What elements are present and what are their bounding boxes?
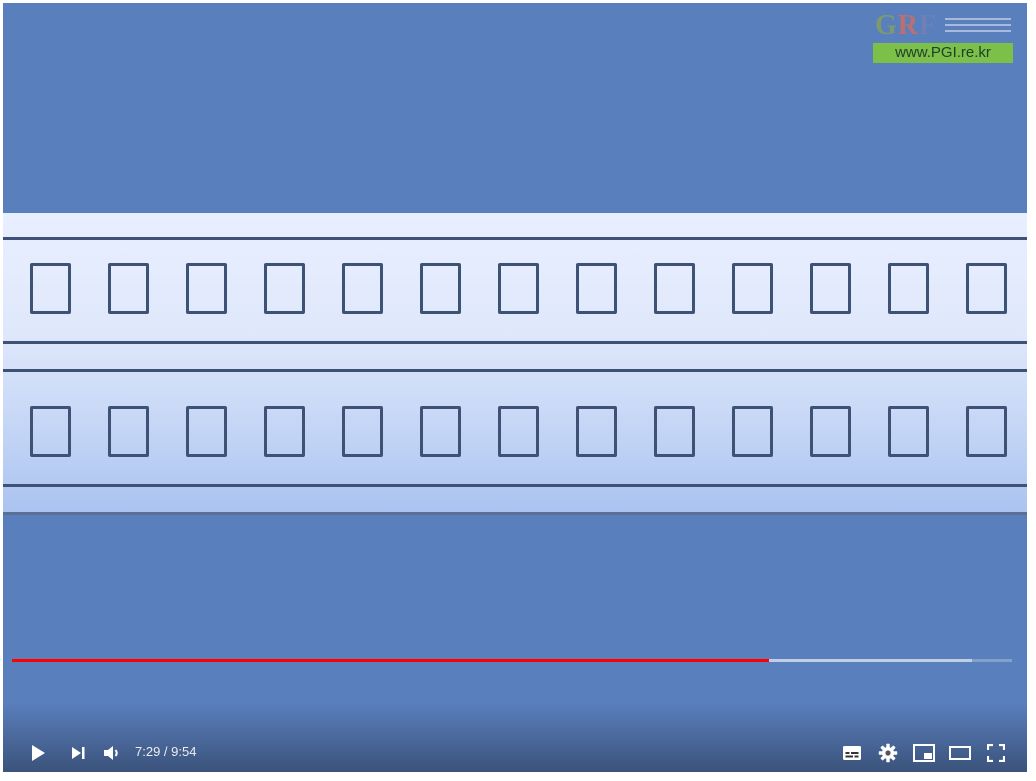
filmstrip-frame bbox=[264, 406, 305, 457]
volume-icon bbox=[104, 746, 118, 760]
filmstrip-line bbox=[3, 237, 1027, 240]
play-button[interactable] bbox=[22, 737, 54, 769]
logo-url: www.PGI.re.kr bbox=[873, 43, 1013, 63]
filmstrip-frame bbox=[420, 263, 461, 314]
time-total: 9:54 bbox=[171, 744, 197, 759]
play-icon bbox=[32, 745, 45, 761]
filmstrip-frame bbox=[498, 263, 539, 314]
filmstrip-frame bbox=[108, 263, 149, 314]
filmstrip-frame bbox=[108, 406, 149, 457]
settings-button[interactable] bbox=[872, 737, 904, 769]
next-button[interactable] bbox=[62, 737, 94, 769]
filmstrip-frame bbox=[810, 406, 851, 457]
time-separator: / bbox=[160, 744, 172, 759]
filmstrip-row-top bbox=[3, 263, 1027, 319]
filmstrip-line bbox=[3, 369, 1027, 372]
logo-letters: GRF bbox=[875, 10, 938, 41]
channel-logo: GRF www.PGI.re.kr bbox=[873, 11, 1015, 65]
time-display: 7:29 / 9:54 bbox=[135, 743, 196, 761]
miniplayer-button[interactable] bbox=[908, 737, 940, 769]
filmstrip-frame bbox=[732, 406, 773, 457]
filmstrip-frame bbox=[498, 406, 539, 457]
progress-bar[interactable] bbox=[12, 659, 1012, 662]
fullscreen-button[interactable] bbox=[980, 737, 1012, 769]
settings-icon bbox=[878, 743, 898, 763]
filmstrip-frame bbox=[342, 406, 383, 457]
fullscreen-icon bbox=[987, 744, 1005, 762]
filmstrip-frame bbox=[264, 263, 305, 314]
filmstrip-frame bbox=[30, 406, 71, 457]
filmstrip-frame bbox=[888, 263, 929, 314]
filmstrip-line bbox=[3, 512, 1027, 515]
filmstrip-frame bbox=[186, 406, 227, 457]
video-frame-filmstrip bbox=[3, 213, 1027, 515]
filmstrip-line bbox=[3, 341, 1027, 344]
next-icon bbox=[72, 747, 85, 759]
filmstrip-frame bbox=[186, 263, 227, 314]
filmstrip-frame bbox=[576, 263, 617, 314]
subtitles-button[interactable] bbox=[836, 737, 868, 769]
filmstrip-frame bbox=[342, 263, 383, 314]
filmstrip-line bbox=[3, 484, 1027, 487]
progress-played bbox=[12, 659, 769, 662]
filmstrip-frame bbox=[30, 263, 71, 314]
filmstrip-frame bbox=[576, 406, 617, 457]
volume-button[interactable] bbox=[96, 737, 128, 769]
video-player[interactable]: GRF www.PGI.re.kr bbox=[3, 3, 1027, 772]
theater-mode-button[interactable] bbox=[944, 737, 976, 769]
filmstrip-row-bottom bbox=[3, 406, 1027, 462]
logo-lines bbox=[945, 18, 1011, 34]
theater-icon bbox=[949, 746, 971, 760]
filmstrip-frame bbox=[966, 406, 1007, 457]
filmstrip-frame bbox=[654, 263, 695, 314]
time-current: 7:29 bbox=[135, 744, 161, 759]
miniplayer-icon bbox=[913, 744, 935, 762]
subtitles-icon bbox=[843, 746, 861, 760]
filmstrip-frame bbox=[654, 406, 695, 457]
filmstrip-frame bbox=[966, 263, 1007, 314]
filmstrip-frame bbox=[732, 263, 773, 314]
filmstrip-frame bbox=[420, 406, 461, 457]
filmstrip-frame bbox=[888, 406, 929, 457]
filmstrip-frame bbox=[810, 263, 851, 314]
controls-gradient bbox=[3, 702, 1027, 772]
